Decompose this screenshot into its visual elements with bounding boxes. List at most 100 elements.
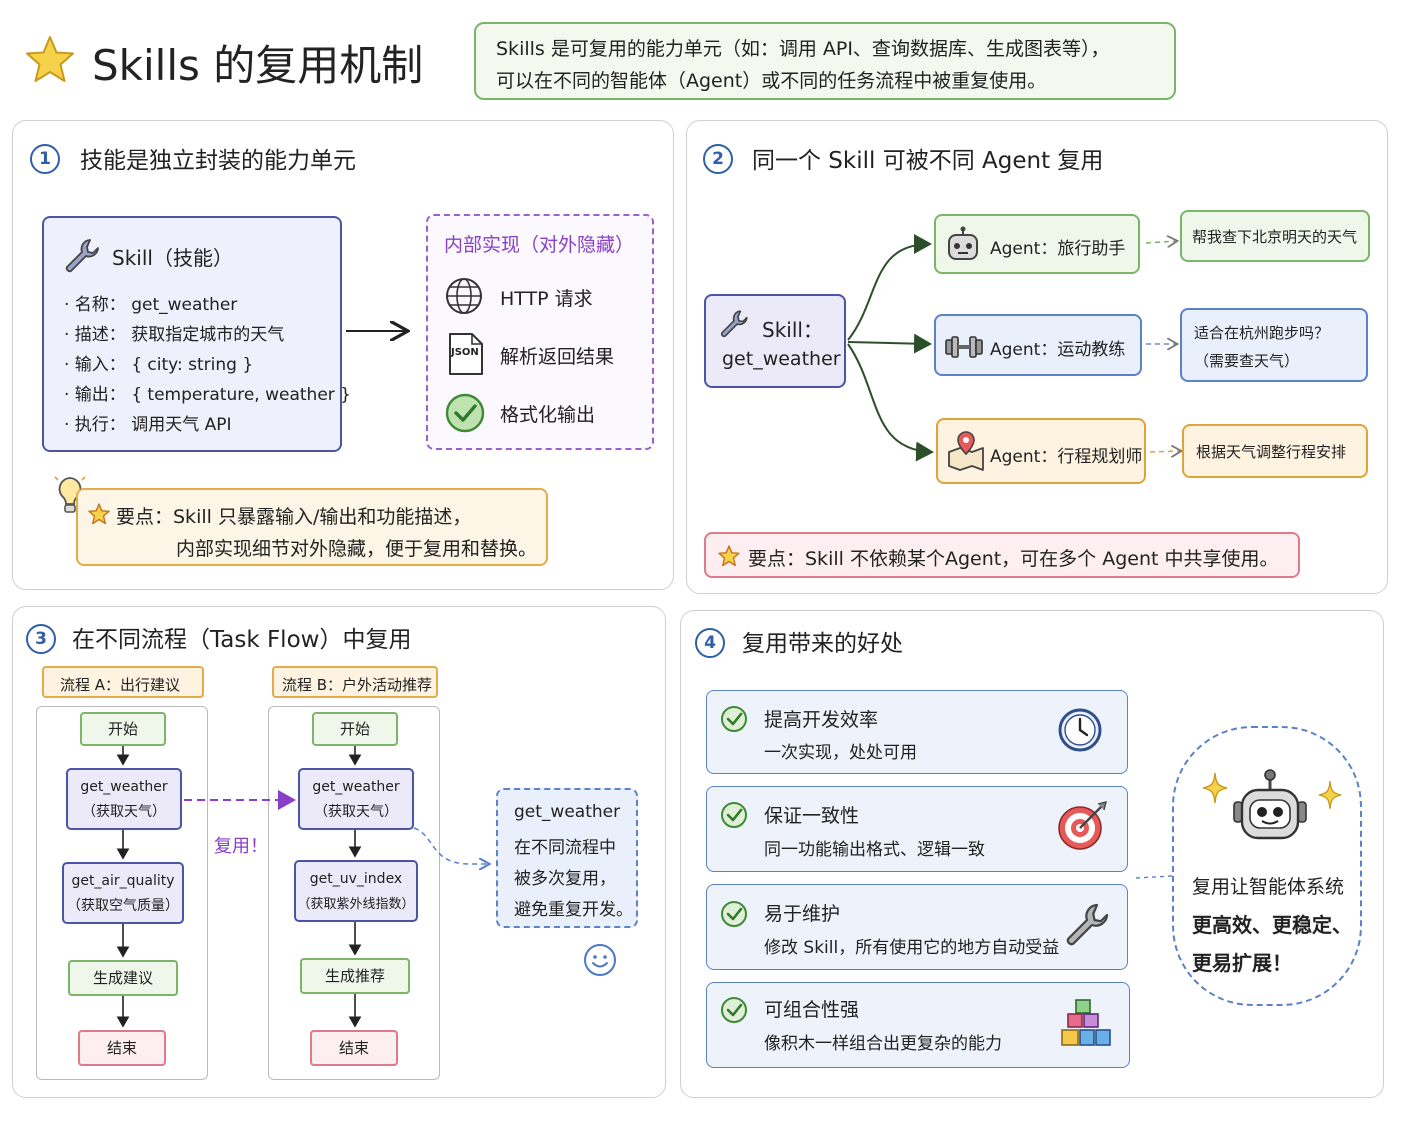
flow-a-step-advice: 生成建议 (68, 960, 178, 996)
agent-travel-box[interactable]: Agent：旅行助手 (934, 214, 1140, 274)
travel-request-box: 帮我查下北京明天的天气 (1180, 210, 1370, 262)
summary-line-3: 更易扩展！ (1192, 951, 1292, 975)
smiley-icon (582, 942, 618, 978)
benefit-3-desc: 修改 Skill，所有使用它的地方自动受益 (764, 938, 1060, 958)
blocks-icon (1060, 996, 1114, 1050)
flow-a-step-weather: get_weather （获取天气） (66, 768, 182, 830)
wrench-icon (62, 236, 102, 276)
benefit-2-title: 保证一致性 (764, 805, 860, 827)
planner-request-box: 根据天气调整行程安排 (1182, 424, 1368, 478)
title-star-icon (24, 34, 76, 86)
benefit-1-title: 提高开发效率 (764, 709, 879, 731)
planner-request-text: 根据天气调整行程安排 (1196, 443, 1347, 461)
check-icon-3 (721, 901, 747, 927)
benefit-4-desc: 像积木一样组合出更复杂的能力 (764, 1034, 1002, 1054)
agent-travel-label: Agent：旅行助手 (990, 239, 1126, 259)
flow-note-line-3: 被多次复用， (514, 869, 616, 889)
skill-field-input: · 输入： { city: string } (64, 355, 254, 375)
lightbulb-icon (54, 474, 86, 518)
flow-b-start-text: 开始 (339, 720, 370, 738)
wrench-icon (1062, 900, 1112, 950)
shared-skill-box: Skill： get_weather (704, 294, 846, 388)
agent-planner-box[interactable]: Agent：行程规划师 (936, 418, 1146, 484)
internal-item-parse: 解析返回结果 (500, 346, 615, 368)
flow-b-step-weather: get_weather （获取天气） (298, 768, 414, 830)
summary-line-2: 更高效、更稳定、 (1192, 913, 1352, 937)
flow-b-step-weather-line-1: get_weather (312, 779, 400, 795)
check-icon-1 (721, 706, 747, 732)
summary-bubble: 复用让智能体系统 更高效、更稳定、 更易扩展！ (1172, 726, 1362, 1006)
skill-field-output: · 输出： { temperature, weather } (64, 385, 351, 405)
benefit-4-title: 可组合性强 (764, 999, 860, 1021)
panel3-number: 3 (26, 624, 56, 654)
flow-a-step-air: get_air_quality （获取空气质量） (62, 862, 184, 924)
flow-b-step-weather-line-2: （获取天气） (314, 804, 398, 820)
flow-a-label: 流程 A：出行建议 (60, 676, 181, 694)
tip-star-icon (88, 503, 110, 525)
check-icon-4 (721, 997, 747, 1023)
flow-a-label-box: 流程 A：出行建议 (42, 666, 204, 698)
check-circle-icon (444, 392, 486, 434)
panel1-number: 1 (30, 144, 60, 174)
flow-b-step-uv-line-2: （获取紫外线指数） (297, 897, 415, 912)
panel1-tip-line-1: 要点：Skill 只暴露输入/输出和功能描述， (116, 506, 472, 528)
agent-planner-label: Agent：行程规划师 (990, 447, 1143, 467)
coach-request-line-1: 适合在杭州跑步吗？ (1194, 324, 1330, 342)
panel3-title: 在不同流程（Task Flow）中复用 (72, 627, 412, 653)
benefit-card-consistency (706, 786, 1128, 872)
intro-box: Skills 是可复用的能力单元（如：调用 API、查询数据库、生成图表等）， … (474, 22, 1176, 100)
dumbbell-icon (944, 332, 984, 362)
benefit-1-desc: 一次实现，处处可用 (764, 743, 917, 763)
flow-a-step-weather-line-2: （获取天气） (82, 804, 166, 820)
flow-note-line-2: 在不同流程中 (514, 838, 616, 858)
benefit-card-maintenance (706, 884, 1128, 970)
agent-coach-label: Agent：运动教练 (990, 340, 1126, 360)
sparkle-icon (1202, 772, 1228, 804)
panel2-tip-box: 要点：Skill 不依赖某个Agent，可在多个 Agent 中共享使用。 (704, 532, 1300, 578)
panel1-tip-line-2: 内部实现细节对外隐藏，便于复用和替换。 (176, 538, 538, 560)
flow-a-start-text: 开始 (107, 720, 138, 738)
internal-item-format: 格式化输出 (500, 404, 596, 426)
panel1-title: 技能是独立封装的能力单元 (80, 148, 356, 174)
flow-b-step-uv-line-1: get_uv_index (309, 871, 403, 887)
benefit-3-title: 易于维护 (764, 903, 841, 925)
flow-b-step-recommend-text: 生成推荐 (324, 967, 385, 985)
flow-a-start: 开始 (80, 712, 166, 746)
agent-coach-box[interactable]: Agent：运动教练 (934, 314, 1142, 376)
flow-a-step-air-line-1: get_air_quality (71, 873, 175, 889)
flow-a-step-air-line-2: （获取空气质量） (67, 898, 179, 914)
coach-request-box: 适合在杭州跑步吗？ （需要查天气） (1180, 308, 1368, 382)
benefit-card-composability (706, 982, 1130, 1068)
flow-a-container (36, 706, 208, 1080)
shared-skill-line-1: Skill： (762, 318, 823, 342)
flow-reuse-note: get_weather 在不同流程中 被多次复用， 避免重复开发。 (496, 788, 638, 928)
reuse-label: 复用！ (214, 836, 268, 857)
panel4-number: 4 (695, 628, 725, 658)
internal-impl-box: 内部实现（对外隐藏） HTTP 请求 JSON 解析返回结果 格式化输出 (426, 214, 654, 450)
skill-card-heading: Skill（技能） (112, 246, 233, 270)
flow-a-step-weather-line-1: get_weather (80, 779, 168, 795)
flow-b-end: 结束 (310, 1030, 398, 1066)
skill-field-name: · 名称： get_weather (64, 295, 238, 315)
robot-icon (944, 226, 982, 264)
json-file-icon: JSON (448, 332, 484, 376)
flow-b-label-box: 流程 B：户外活动推荐 (272, 666, 438, 698)
flow-a-end-text: 结束 (106, 1039, 137, 1057)
flow-note-line-4: 避免重复开发。 (514, 900, 633, 920)
flow-a-step-advice-text: 生成建议 (92, 969, 153, 987)
globe-icon (444, 276, 484, 316)
check-icon-2 (721, 802, 747, 828)
flow-a-end: 结束 (78, 1030, 166, 1066)
json-badge: JSON (451, 347, 479, 358)
panel1-tip-box: 要点：Skill 只暴露输入/输出和功能描述， 内部实现细节对外隐藏，便于复用和… (76, 488, 548, 566)
skill-wrench-icon (718, 308, 750, 340)
robot-icon (1232, 768, 1308, 850)
intro-line-1: Skills 是可复用的能力单元（如：调用 API、查询数据库、生成图表等）， (496, 38, 1110, 60)
clock-icon (1056, 706, 1104, 754)
flow-b-end-text: 结束 (338, 1039, 369, 1057)
panel2-number: 2 (703, 144, 733, 174)
